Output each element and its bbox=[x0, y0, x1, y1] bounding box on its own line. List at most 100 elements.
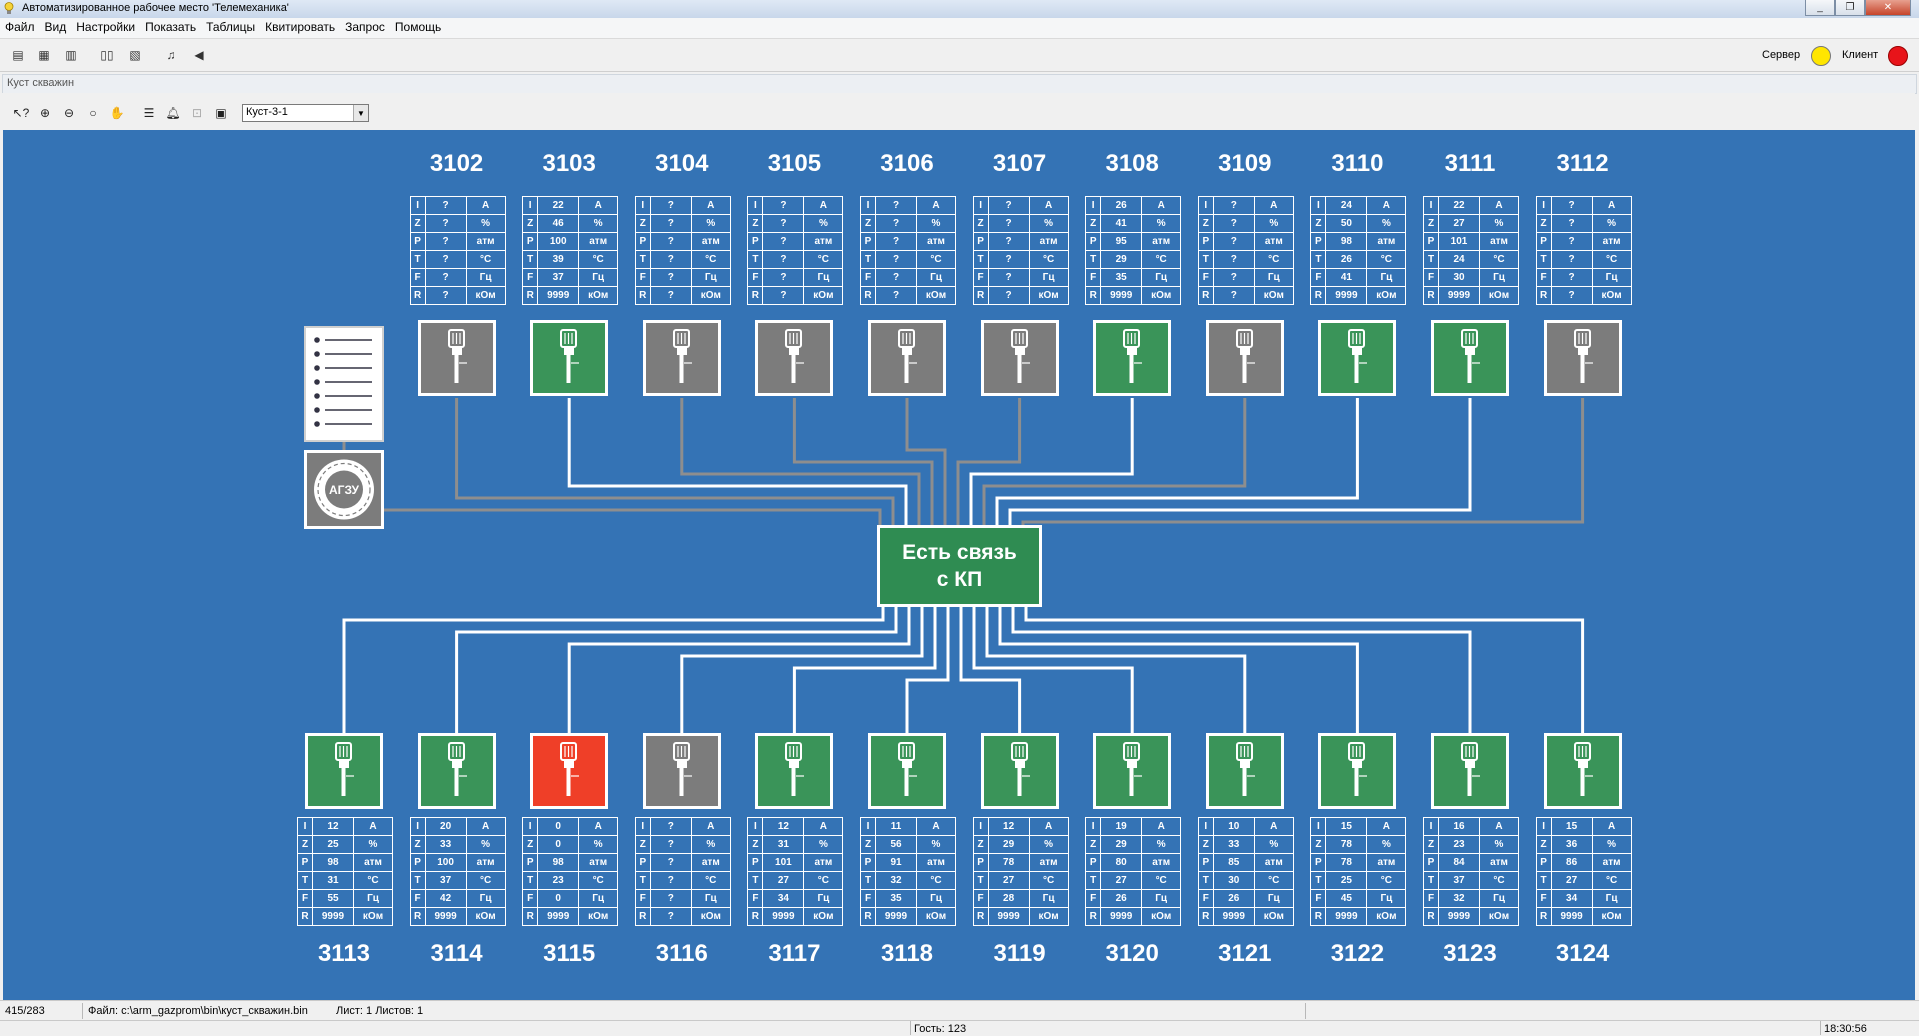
agzu-report-list-icon[interactable] bbox=[304, 326, 384, 442]
menu-file[interactable]: Файл bbox=[5, 20, 35, 34]
param-key: R bbox=[409, 907, 426, 926]
cluster-select[interactable]: Куст-3-1 ▼ bbox=[242, 104, 369, 122]
param-key: I bbox=[1423, 817, 1439, 836]
speaker-icon[interactable]: ◀ bbox=[194, 48, 204, 62]
menu-settings[interactable]: Настройки bbox=[76, 20, 136, 34]
param-unit: A bbox=[690, 196, 731, 215]
menu-request[interactable]: Запрос bbox=[345, 20, 385, 34]
param-key: I bbox=[634, 817, 651, 836]
well-3110-pump[interactable] bbox=[1318, 320, 1397, 396]
well-3104-pump[interactable] bbox=[642, 320, 721, 396]
param-value: 45 bbox=[1325, 889, 1368, 908]
well-3120-pump[interactable] bbox=[1093, 733, 1172, 809]
hand-icon[interactable]: ✋ bbox=[109, 106, 125, 120]
param-value: 78 bbox=[1325, 835, 1368, 854]
menu-show[interactable]: Показать bbox=[145, 20, 197, 34]
well-3117-pump[interactable] bbox=[755, 733, 834, 809]
window-title: Автоматизированное рабочее место 'Телеме… bbox=[22, 2, 289, 14]
chevron-down-icon[interactable]: ▼ bbox=[353, 105, 368, 121]
lock-icon[interactable]: ⊡ bbox=[191, 106, 203, 120]
document-icon[interactable]: ▤ bbox=[12, 48, 24, 62]
param-value: 19 bbox=[1100, 817, 1143, 836]
spreadsheet-icon[interactable]: ▦ bbox=[38, 48, 50, 62]
well-3109-pump[interactable] bbox=[1205, 320, 1284, 396]
well-3122-pump[interactable] bbox=[1318, 733, 1397, 809]
link-3121 bbox=[985, 607, 1247, 733]
book-icon[interactable]: ▥ bbox=[65, 48, 77, 62]
param-unit: атм bbox=[1253, 232, 1294, 251]
connection-status-block[interactable]: Есть связь с КП bbox=[877, 525, 1042, 607]
columns-icon[interactable]: ▯▯ bbox=[100, 48, 114, 62]
restore-button[interactable]: ❐ bbox=[1835, 0, 1865, 16]
param-row: I?A bbox=[860, 196, 956, 215]
param-unit: A bbox=[1141, 817, 1182, 836]
param-key: R bbox=[522, 286, 539, 305]
param-key: P bbox=[1197, 232, 1214, 251]
main-toolbar: ▤ ▦ ▥ ▯▯ ▧ ♫ ◀ Сервер Клиент bbox=[0, 39, 1919, 72]
param-unit: °C bbox=[465, 871, 506, 890]
pump-icon bbox=[1461, 742, 1480, 796]
menu-acknowledge[interactable]: Квитировать bbox=[265, 20, 336, 34]
well-3102-pump[interactable] bbox=[417, 320, 496, 396]
chart-icon[interactable]: ▧ bbox=[129, 48, 141, 62]
well-3115-pump[interactable] bbox=[530, 733, 609, 809]
param-value: 31 bbox=[312, 871, 354, 890]
well-3121-pump[interactable] bbox=[1205, 733, 1284, 809]
param-unit: Гц bbox=[1366, 268, 1407, 287]
help-pointer-icon[interactable]: ↖? bbox=[12, 106, 30, 120]
param-value: 100 bbox=[537, 232, 580, 251]
param-row: T?°C bbox=[1197, 250, 1294, 269]
zoom-icon[interactable]: ○ bbox=[89, 106, 97, 120]
close-button[interactable]: ✕ bbox=[1865, 0, 1911, 16]
param-value: 9999 bbox=[537, 286, 580, 305]
param-key: Z bbox=[409, 835, 426, 854]
well-3106-pump[interactable] bbox=[868, 320, 946, 396]
well-3116-pump[interactable] bbox=[642, 733, 721, 809]
menu-help[interactable]: Помощь bbox=[394, 20, 442, 34]
param-value: 10 bbox=[1212, 817, 1255, 836]
param-unit: кОм bbox=[465, 286, 506, 305]
zoom-out-icon[interactable]: ⊖ bbox=[63, 106, 75, 120]
param-unit: A bbox=[690, 817, 731, 836]
well-3114-pump[interactable] bbox=[417, 733, 496, 809]
list-icon[interactable]: ☰ bbox=[143, 106, 155, 120]
well-3107-pump[interactable] bbox=[980, 320, 1059, 396]
bell-icon[interactable]: ♫ bbox=[166, 48, 176, 62]
zoom-in-icon[interactable]: ⊕ bbox=[39, 106, 51, 120]
well-3118-pump[interactable] bbox=[868, 733, 946, 809]
well-3119-pump[interactable] bbox=[980, 733, 1059, 809]
param-unit: Гц bbox=[803, 889, 844, 908]
param-key: P bbox=[1423, 853, 1439, 872]
menu-view[interactable]: Вид bbox=[44, 20, 67, 34]
well-3111-pump[interactable] bbox=[1431, 320, 1509, 396]
well-3111-number: 3111 bbox=[1444, 150, 1496, 177]
print-icon[interactable]: ▣ bbox=[215, 106, 227, 120]
param-unit: % bbox=[353, 835, 393, 854]
menu-tables[interactable]: Таблицы bbox=[206, 20, 256, 34]
alarm-bell-icon[interactable]: 🔔︎ bbox=[165, 106, 181, 120]
param-row: R?кОм bbox=[409, 286, 506, 305]
param-value: 29 bbox=[1100, 250, 1143, 269]
well-3103-pump[interactable] bbox=[530, 320, 609, 396]
agzu-unit[interactable]: АГЗУ bbox=[304, 450, 384, 529]
well-3108-pump[interactable] bbox=[1093, 320, 1172, 396]
param-unit: °C bbox=[1253, 871, 1294, 890]
well-3123-pump[interactable] bbox=[1431, 733, 1509, 809]
param-row: R?кОм bbox=[1535, 286, 1632, 305]
param-unit: кОм bbox=[803, 286, 844, 305]
well-3105-pump[interactable] bbox=[755, 320, 834, 396]
param-row: I?A bbox=[409, 196, 506, 215]
minimize-button[interactable]: _ bbox=[1805, 0, 1835, 16]
well-3113-pump[interactable] bbox=[305, 733, 383, 809]
agzu-icon: АГЗУ bbox=[314, 459, 374, 520]
well-3124-pump[interactable] bbox=[1543, 733, 1622, 809]
param-key: I bbox=[747, 196, 764, 215]
window-titlebar: Автоматизированное рабочее место 'Телеме… bbox=[0, 0, 1919, 19]
well-3112-pump[interactable] bbox=[1543, 320, 1622, 396]
